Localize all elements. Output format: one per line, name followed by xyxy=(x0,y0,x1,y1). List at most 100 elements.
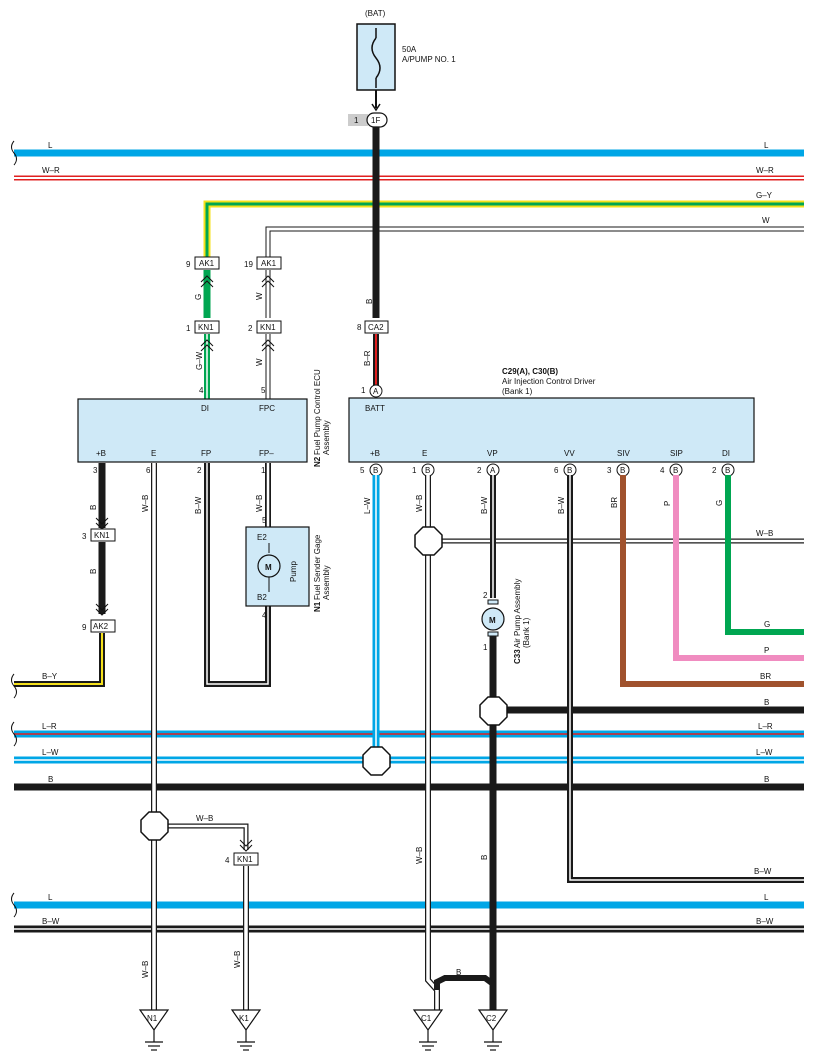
wire-w1: W xyxy=(255,270,275,318)
wire-b-main: B xyxy=(365,127,380,318)
wire-w: W xyxy=(265,216,804,262)
connector-kn1-b: 3 KN1 xyxy=(82,528,116,542)
air-pump: 2 M 1 xyxy=(481,591,505,652)
svg-text:(Bank 1): (Bank 1) xyxy=(522,617,531,648)
svg-text:1F: 1F xyxy=(371,116,380,125)
connector-kn1-e: 4 KN1 xyxy=(225,852,259,866)
svg-text:W–B: W–B xyxy=(255,495,264,512)
svg-text:B: B xyxy=(567,466,572,475)
wire-p-sip: P P xyxy=(663,475,804,661)
svg-text:8: 8 xyxy=(357,323,362,332)
driver-box: BATT xyxy=(348,397,755,463)
svg-text:B: B xyxy=(365,299,374,304)
wire-wb-e: W–B W–B xyxy=(141,463,157,1010)
svg-text:G: G xyxy=(194,294,203,300)
svg-text:4: 4 xyxy=(225,856,230,865)
svg-text:6: 6 xyxy=(554,466,559,475)
ecu-box: 4 DI 5 FPC +B E FP FP– 3 6 2 1 xyxy=(77,386,308,475)
svg-text:G: G xyxy=(764,620,770,629)
wire-bplus-ecu-2: B xyxy=(89,542,109,616)
wire-br-siv: BR BR xyxy=(610,475,804,687)
svg-text:KN1: KN1 xyxy=(94,531,110,540)
svg-text:VV: VV xyxy=(564,449,575,458)
svg-text:W: W xyxy=(762,216,770,225)
svg-text:Assembly: Assembly xyxy=(322,420,331,455)
svg-text:3: 3 xyxy=(607,466,612,475)
svg-text:L: L xyxy=(48,141,53,150)
bus-l-top: L L xyxy=(11,140,804,166)
svg-text:B: B xyxy=(89,569,98,574)
sender-pump-label: Pump xyxy=(289,561,298,582)
svg-text:G–Y: G–Y xyxy=(756,191,773,200)
wire-by: B–Y xyxy=(11,633,105,699)
svg-text:VP: VP xyxy=(487,449,498,458)
svg-text:W: W xyxy=(255,358,264,366)
connector-ca2: 8 CA2 xyxy=(357,320,389,334)
connector-ak1-fpc: 19 AK1 xyxy=(244,256,282,270)
svg-text:4: 4 xyxy=(660,466,665,475)
svg-text:6: 6 xyxy=(146,466,151,475)
svg-text:B: B xyxy=(725,466,730,475)
svg-text:4: 4 xyxy=(262,611,267,620)
grounds: N1 K1 C1 C2 xyxy=(138,1009,509,1051)
ground-c2: C2 xyxy=(477,1009,509,1051)
svg-text:5: 5 xyxy=(360,466,365,475)
svg-text:E2: E2 xyxy=(257,533,267,542)
svg-text:5: 5 xyxy=(261,386,266,395)
svg-text:W–B: W–B xyxy=(233,951,242,968)
wire-b-jump: B xyxy=(434,968,495,990)
svg-text:(BAT): (BAT) xyxy=(365,9,386,18)
svg-text:Pump: Pump xyxy=(289,561,298,582)
svg-text:1: 1 xyxy=(261,466,266,475)
svg-text:B: B xyxy=(425,466,430,475)
svg-text:G: G xyxy=(715,500,724,506)
svg-text:A/PUMP NO. 1: A/PUMP NO. 1 xyxy=(402,55,456,64)
svg-text:B–W: B–W xyxy=(480,496,489,514)
svg-text:N1: N1 xyxy=(147,1014,158,1023)
svg-text:Fuel Sender Gage: Fuel Sender Gage xyxy=(313,534,322,600)
svg-text:C33: C33 xyxy=(513,649,522,664)
svg-text:B: B xyxy=(620,466,625,475)
svg-text:W–B: W–B xyxy=(141,961,150,978)
svg-text:19: 19 xyxy=(244,260,253,269)
bus-b: B B xyxy=(14,775,804,791)
wire-lw-bplus: L–W xyxy=(363,475,380,752)
svg-text:DI: DI xyxy=(201,404,209,413)
svg-text:SIP: SIP xyxy=(670,449,683,458)
svg-text:Assembly: Assembly xyxy=(322,565,331,600)
svg-text:W: W xyxy=(255,292,264,300)
svg-text:E: E xyxy=(422,449,427,458)
connector-ak1-di: 9 AK1 xyxy=(186,256,220,270)
svg-text:4: 4 xyxy=(199,386,204,395)
sender-label: N1 Fuel Sender Gage Assembly xyxy=(313,534,331,612)
svg-text:B–W: B–W xyxy=(194,496,203,514)
svg-text:L–W: L–W xyxy=(756,748,773,757)
svg-text:(Bank 1): (Bank 1) xyxy=(502,387,533,396)
wire-b-r: B–R xyxy=(363,334,379,386)
ground-k1: K1 xyxy=(230,1009,262,1051)
svg-text:C1: C1 xyxy=(421,1014,432,1023)
wire-w2: W xyxy=(255,334,275,400)
svg-text:L: L xyxy=(764,141,769,150)
svg-text:3: 3 xyxy=(93,466,98,475)
ecu-label: N2 Fuel Pump Control ECU Assembly xyxy=(313,369,331,467)
bus-l-bottom: L L xyxy=(11,892,804,918)
svg-text:B–Y: B–Y xyxy=(42,672,58,681)
fuse-arrow xyxy=(371,103,381,112)
svg-text:G–W: G–W xyxy=(195,351,204,370)
svg-text:N2: N2 xyxy=(313,456,322,467)
svg-text:W–B: W–B xyxy=(196,814,213,823)
connector-kn1-di: 1 KN1 xyxy=(186,320,220,334)
svg-text:B2: B2 xyxy=(257,593,267,602)
svg-text:Fuel Pump Control ECU: Fuel Pump Control ECU xyxy=(313,369,322,455)
svg-text:C29(A), C30(B): C29(A), C30(B) xyxy=(502,367,558,376)
svg-text:2: 2 xyxy=(483,591,488,600)
svg-text:AK1: AK1 xyxy=(199,259,215,268)
svg-text:K1: K1 xyxy=(239,1014,249,1023)
svg-text:2: 2 xyxy=(248,324,253,333)
svg-text:2: 2 xyxy=(197,466,202,475)
